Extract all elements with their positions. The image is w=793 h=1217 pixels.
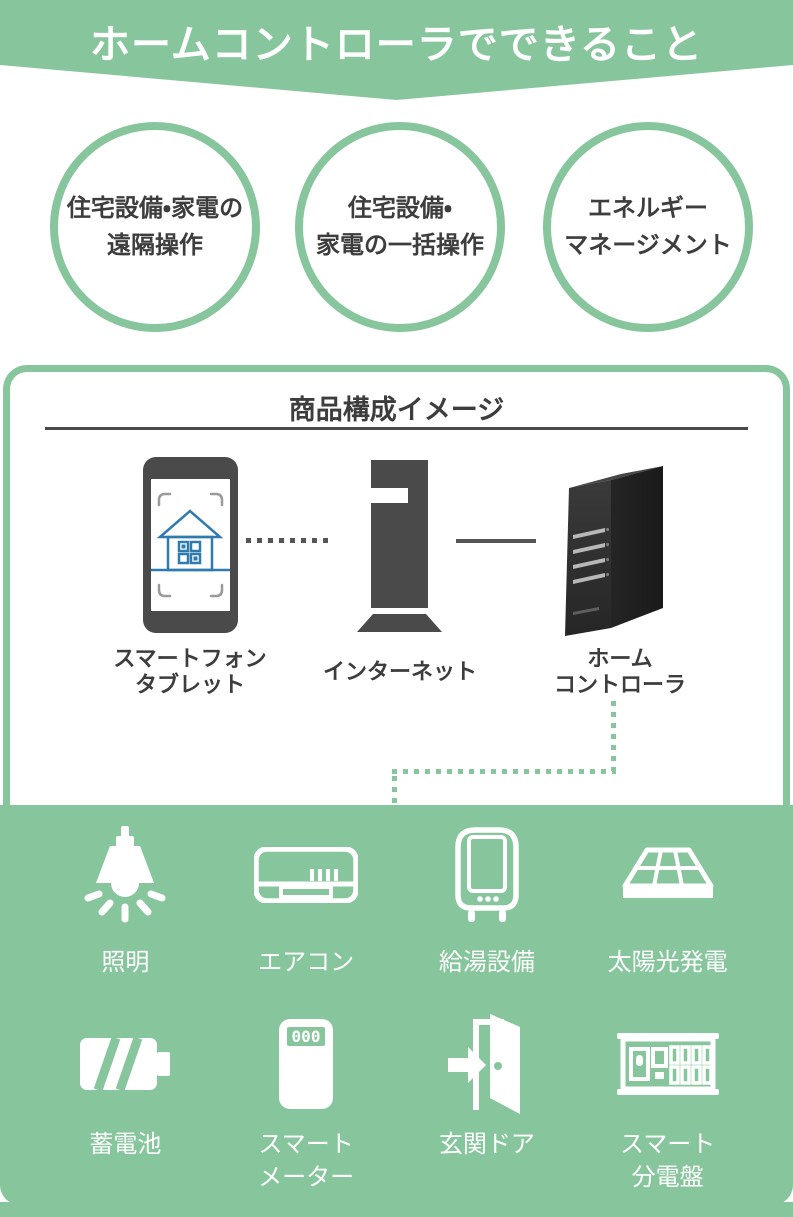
appliance-smart-meter: 000 スマート メーター xyxy=(216,1016,397,1194)
feature-label: 住宅設備・家電の 遠隔操作 xyxy=(66,195,244,259)
product-composition-box: 商品構成イメージ xyxy=(3,365,790,805)
next-section-strip xyxy=(0,1202,793,1217)
page-title: ホームコントローラでできること xyxy=(90,23,703,67)
solar-panel-icon xyxy=(620,828,716,922)
feature-label: エネルギー マネージメント xyxy=(564,195,732,259)
appliance-label: スマート 分電盤 xyxy=(619,1131,716,1191)
air-conditioner-icon xyxy=(254,828,359,922)
meter-display: 000 xyxy=(292,1027,321,1046)
appliance-label: 照明 xyxy=(101,949,150,976)
water-heater-icon xyxy=(455,827,519,922)
feature-circle-remote-control: 住宅設備・家電の 遠隔操作 xyxy=(50,122,260,332)
storage-battery-icon xyxy=(78,1016,172,1112)
route-dotted-vertical-right xyxy=(611,701,616,771)
appliance-label: 太陽光発電 xyxy=(607,949,728,976)
smartphone-tablet-icon xyxy=(143,457,238,640)
appliance-entrance-door: 玄関ドア xyxy=(397,1014,578,1194)
appliance-lighting: 照明 xyxy=(35,826,216,979)
device-label-controller: ホーム コントローラ xyxy=(553,646,687,697)
appliance-distribution-board: スマート 分電盤 xyxy=(577,1016,758,1194)
appliance-row-2: 蓄電池 000 スマート メーター xyxy=(35,1014,758,1194)
distribution-board-icon xyxy=(616,1016,720,1112)
appliance-aircon: エアコン xyxy=(216,828,397,979)
appliance-label: 玄関ドア xyxy=(438,1131,535,1158)
pendant-light-icon xyxy=(80,826,170,923)
device-label-smartphone: スマートフォン タブレット xyxy=(113,646,267,697)
appliance-battery: 蓄電池 xyxy=(35,1016,216,1194)
entrance-door-icon xyxy=(447,1014,526,1114)
device-label-internet: インターネット xyxy=(322,659,478,684)
internet-icon xyxy=(355,458,445,638)
feature-label: 住宅設備・ 家電の一括操作 xyxy=(316,195,484,259)
feature-circle-energy-management: エネルギー マネージメント xyxy=(543,122,753,332)
appliance-row-1: 照明 エアコン xyxy=(35,826,758,979)
appliance-label: 蓄電池 xyxy=(89,1131,162,1158)
feature-circle-batch-control: 住宅設備・ 家電の一括操作 xyxy=(295,122,505,332)
appliance-label: 給湯設備 xyxy=(438,949,535,976)
home-controller-icon xyxy=(559,460,671,643)
connection-solid-line xyxy=(456,539,536,543)
appliance-solar: 太陽光発電 xyxy=(577,828,758,979)
route-dotted-horizontal xyxy=(392,769,616,774)
appliances-panel: 照明 エアコン xyxy=(0,805,793,1205)
connection-dotted-line xyxy=(246,538,330,543)
divider-line xyxy=(45,427,748,430)
route-dotted-vertical-left xyxy=(392,776,397,805)
product-box-title: 商品構成イメージ xyxy=(288,395,505,425)
appliance-water-heater: 給湯設備 xyxy=(397,827,578,979)
smart-meter-icon: 000 xyxy=(278,1016,334,1112)
appliance-label: エアコン xyxy=(258,949,355,976)
appliance-label: スマート メーター xyxy=(258,1131,355,1191)
